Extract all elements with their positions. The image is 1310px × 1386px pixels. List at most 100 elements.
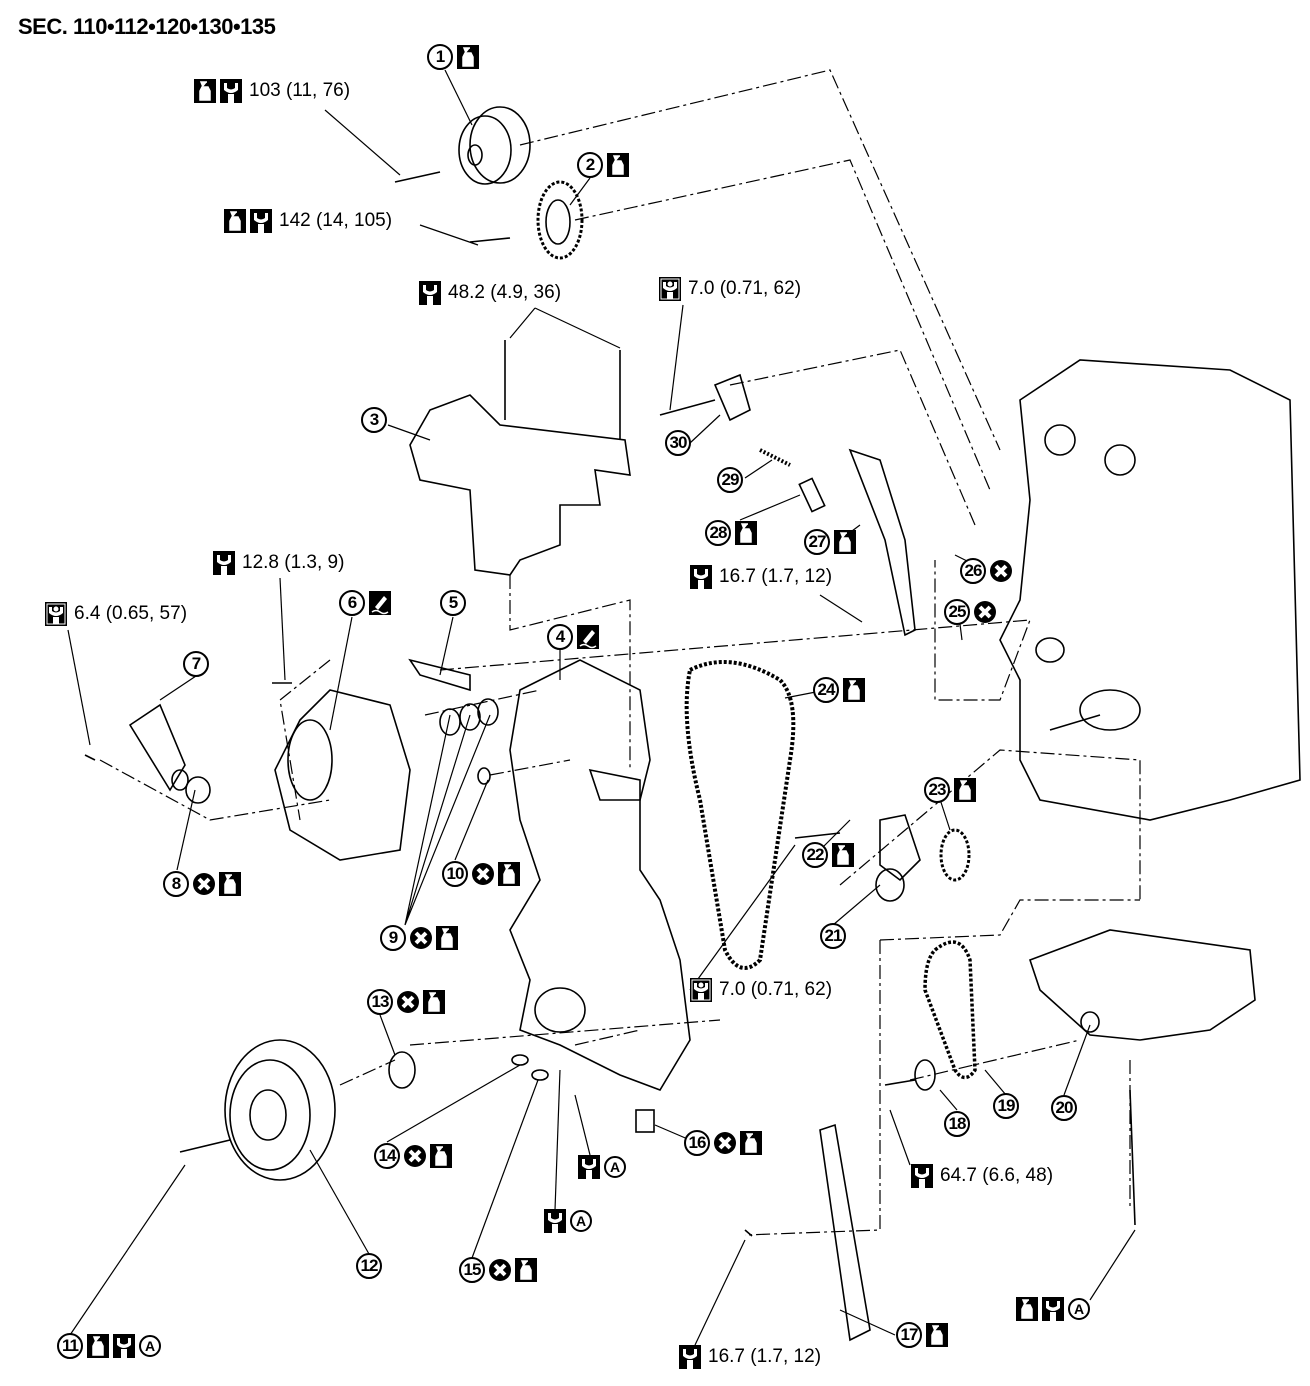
section-title: SEC. 110•112•120•130•135	[18, 14, 276, 39]
apply-engine-oil-icon	[436, 926, 458, 950]
callout-8: 8	[163, 871, 241, 897]
callout-number: 30	[665, 430, 691, 456]
apply-engine-oil-icon	[423, 990, 445, 1014]
torque-wrench-inlb-icon	[45, 602, 67, 626]
torque-spec: 142 (14, 105)	[224, 209, 392, 233]
torque-wrench-icon	[220, 79, 242, 103]
tightening-procedure-A-icon: A	[139, 1335, 161, 1357]
callout-1: 1	[427, 44, 479, 70]
apply-engine-oil-icon	[834, 530, 856, 554]
part-18-oil-pump-sprocket	[884, 1059, 936, 1091]
torque-wrench-icon	[213, 551, 235, 575]
torque-spec: A	[544, 1209, 592, 1233]
callout-25: 25	[944, 599, 996, 625]
callout-number: 25	[944, 599, 970, 625]
torque-spec: 48.2 (4.9, 36)	[419, 281, 561, 305]
tightening-procedure-A-icon: A	[570, 1210, 592, 1232]
callout-17: 17	[896, 1322, 948, 1348]
leader-lines	[67, 69, 1136, 1346]
part-13-front-oil-seal	[388, 1051, 416, 1089]
do-not-reuse-icon	[410, 927, 432, 949]
callout-number: 4	[547, 624, 573, 650]
part-6-valve-timing-control-cover	[272, 682, 411, 861]
torque-spec: 103 (11, 76)	[194, 79, 350, 103]
callout-3: 3	[361, 407, 387, 433]
part-5-plate	[408, 658, 471, 692]
torque-spec: 7.0 (0.71, 62)	[690, 978, 832, 1002]
torque-value: 12.8 (1.3, 9)	[242, 552, 345, 573]
torque-value: 16.7 (1.7, 12)	[719, 566, 833, 587]
part-3-chain-tensioner-bracket	[409, 340, 631, 576]
callout-number: 2	[577, 152, 603, 178]
apply-engine-oil-icon	[87, 1334, 109, 1358]
callout-number: 1	[427, 44, 453, 70]
apply-sealant-icon	[369, 591, 391, 615]
callout-23: 23	[924, 777, 976, 803]
svg-text:A: A	[145, 1338, 155, 1354]
apply-engine-oil-icon	[926, 1323, 948, 1347]
callout-4: 4	[547, 624, 599, 650]
callout-number: 15	[459, 1257, 485, 1283]
torque-wrench-icon	[578, 1155, 600, 1179]
torque-wrench-icon	[911, 1164, 933, 1188]
callout-27: 27	[804, 529, 856, 555]
do-not-reuse-icon	[974, 601, 996, 623]
part-12-crankshaft-pulley	[179, 1039, 336, 1181]
callout-5: 5	[440, 590, 466, 616]
callout-number: 23	[924, 777, 950, 803]
torque-spec: 64.7 (6.6, 48)	[911, 1164, 1053, 1188]
torque-wrench-icon	[690, 565, 712, 589]
do-not-reuse-icon	[489, 1259, 511, 1281]
apply-engine-oil-icon	[515, 1258, 537, 1282]
do-not-reuse-icon	[990, 560, 1012, 582]
apply-engine-oil-icon	[954, 778, 976, 802]
torque-wrench-icon	[544, 1209, 566, 1233]
callout-7: 7	[183, 651, 209, 677]
callout-29: 29	[717, 467, 743, 493]
part-21-spacer	[875, 868, 905, 902]
callout-number: 8	[163, 871, 189, 897]
apply-engine-oil-icon	[843, 678, 865, 702]
torque-wrench-inlb-icon	[659, 277, 681, 301]
callout-20: 20	[1051, 1095, 1077, 1121]
torque-spec: A	[578, 1155, 626, 1179]
part-1-camshaft-sprocket	[394, 106, 531, 185]
callout-6: 6	[339, 590, 391, 616]
callout-15: 15	[459, 1257, 537, 1283]
callout-number: 17	[896, 1322, 922, 1348]
torque-wrench-icon	[419, 281, 441, 305]
torque-wrench-icon	[1042, 1297, 1064, 1321]
do-not-reuse-icon	[397, 991, 419, 1013]
callout-22: 22	[802, 842, 854, 868]
callout-number: 16	[684, 1130, 710, 1156]
apply-engine-oil-icon	[430, 1144, 452, 1168]
torque-spec: 12.8 (1.3, 9)	[213, 551, 344, 575]
torque-value: 7.0 (0.71, 62)	[688, 278, 802, 299]
callout-18: 18	[944, 1111, 970, 1137]
orings-14-15	[511, 1054, 549, 1081]
torque-value: 16.7 (1.7, 12)	[708, 1346, 822, 1367]
do-not-reuse-icon	[193, 873, 215, 895]
torque-spec: 6.4 (0.65, 57)	[45, 602, 187, 626]
do-not-reuse-icon	[714, 1132, 736, 1154]
torque-value: 6.4 (0.65, 57)	[74, 603, 188, 624]
part-27-chain-guide	[848, 448, 916, 637]
apply-engine-oil-icon	[194, 79, 216, 103]
apply-engine-oil-icon	[735, 521, 757, 545]
part-16-plug	[635, 1109, 655, 1133]
callout-number: 29	[717, 467, 743, 493]
torque-value: 64.7 (6.6, 48)	[940, 1165, 1054, 1186]
torque-value: 103 (11, 76)	[249, 80, 351, 101]
callout-number: 21	[820, 923, 846, 949]
tightening-procedure-A-icon: A	[1068, 1298, 1090, 1320]
torque-wrench-inlb-icon	[690, 978, 712, 1002]
callout-number: 6	[339, 590, 365, 616]
callout-number: 14	[374, 1143, 400, 1169]
callout-number: 19	[993, 1093, 1019, 1119]
tightening-procedure-A-icon: A	[604, 1156, 626, 1178]
callout-21: 21	[820, 923, 846, 949]
apply-engine-oil-icon	[1016, 1297, 1038, 1321]
seals-8-9-10	[185, 698, 499, 804]
torque-spec: A	[1016, 1297, 1090, 1321]
